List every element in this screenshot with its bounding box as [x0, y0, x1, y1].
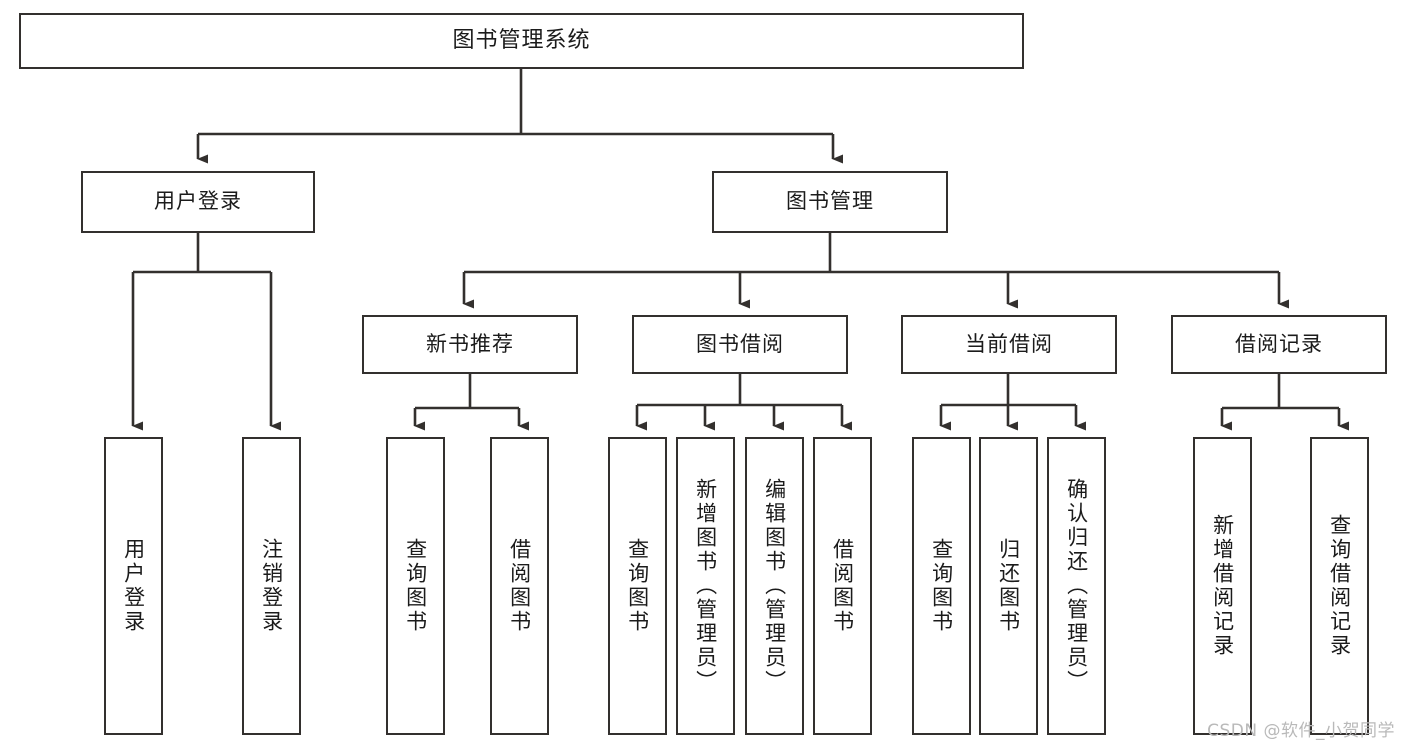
leaf-borrow-book-1[interactable]: 借阅图书	[490, 437, 549, 735]
node-root-book-management-system[interactable]: 图书管理系统	[19, 13, 1024, 69]
leaf-confirm-return[interactable]: 确认归还（管理员）	[1047, 437, 1106, 735]
leaf-query-book-2[interactable]: 查询图书	[608, 437, 667, 735]
node-current-borrow[interactable]: 当前借阅	[901, 315, 1117, 374]
leaf-return-book[interactable]: 归还图书	[979, 437, 1038, 735]
leaf-user-logout[interactable]: 注销登录	[242, 437, 301, 735]
node-book-borrow[interactable]: 图书借阅	[632, 315, 848, 374]
leaf-add-book[interactable]: 新增图书（管理员）	[676, 437, 735, 735]
leaf-query-book-1[interactable]: 查询图书	[386, 437, 445, 735]
watermark-csdn: CSDN @软件_小贺同学	[1207, 721, 1395, 741]
leaf-user-login[interactable]: 用户登录	[104, 437, 163, 735]
node-book-management[interactable]: 图书管理	[712, 171, 948, 233]
node-user-login[interactable]: 用户登录	[81, 171, 315, 233]
node-borrow-record[interactable]: 借阅记录	[1171, 315, 1387, 374]
leaf-query-book-3[interactable]: 查询图书	[912, 437, 971, 735]
leaf-edit-book[interactable]: 编辑图书（管理员）	[745, 437, 804, 735]
leaf-query-record[interactable]: 查询借阅记录	[1310, 437, 1369, 735]
leaf-add-record[interactable]: 新增借阅记录	[1193, 437, 1252, 735]
leaf-borrow-book-2[interactable]: 借阅图书	[813, 437, 872, 735]
node-new-book-recommend[interactable]: 新书推荐	[362, 315, 578, 374]
